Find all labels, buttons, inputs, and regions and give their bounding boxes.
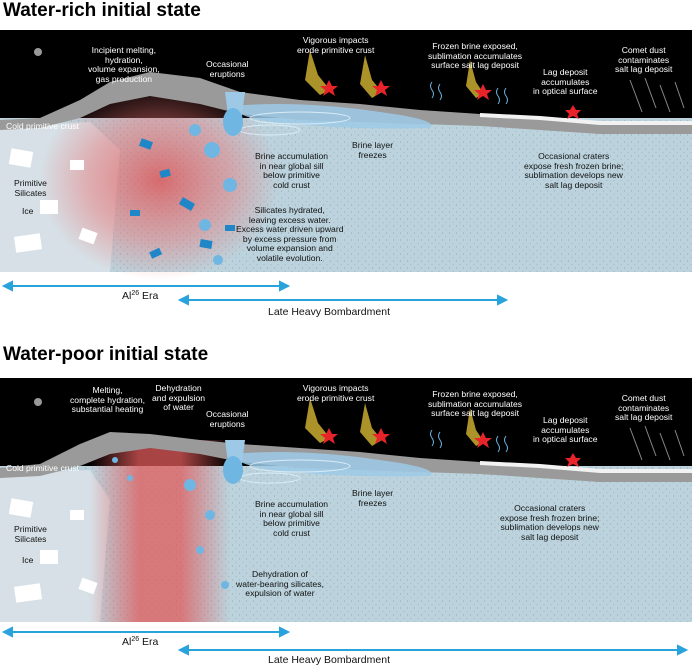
label-late-heavy-bombardment: Late Heavy Bombardment [268,306,390,318]
label-ice: Ice [22,555,34,565]
label-frozen-brine: Frozen brine exposed,sublimation accumul… [428,389,523,419]
panel-water-poor: Water-poor initial state [0,340,692,670]
comet-dust-streaks [629,77,685,113]
impacts [305,398,581,467]
brine-sill [230,104,432,129]
label-cold-crust: Cold primitive crust [6,121,80,131]
al26-era-arrow [1,626,291,638]
al26-era-arrow [1,280,291,292]
water-droplets [112,457,229,589]
panel-title: Water-poor initial state [3,344,209,365]
sublimation-wisps [430,429,508,453]
sublimation-wisps [430,81,508,105]
water-droplets [189,124,237,265]
lhb-arrow [177,294,509,306]
panel-water-rich: Water-rich initial state [0,0,692,330]
distant-body [34,398,42,406]
label-process-note: Silicates hydrated,leaving excess water.… [236,205,344,263]
heated-region [40,80,280,280]
comet-dust-streaks [629,425,685,461]
cross-section-diagram [0,30,692,306]
lhb-arrow [177,644,689,656]
heated-region [90,440,230,622]
lag-deposit-surface [480,113,692,125]
label-late-heavy-bombardment: Late Heavy Bombardment [268,654,390,666]
label-ice: Ice [22,206,34,216]
brine-sill [230,452,432,477]
impacts [305,50,581,119]
water-pockets [130,138,235,259]
ice-blocks [8,498,98,603]
ice-blocks [8,148,98,253]
label-frozen-brine: Frozen brine exposed,sublimation accumul… [428,41,523,71]
panel-title: Water-rich initial state [3,0,201,21]
distant-body [34,48,42,56]
label-al26-era: Al26 Era [122,290,159,302]
cross-section-diagram [0,378,692,656]
lag-deposit-surface [480,461,692,473]
label-cold-crust: Cold primitive crust [6,463,80,473]
label-melting: Incipient melting,hydration,volume expan… [88,45,160,84]
label-al26-era: Al26 Era [122,636,159,648]
label-melting: Melting,complete hydration,substantial h… [70,385,145,415]
